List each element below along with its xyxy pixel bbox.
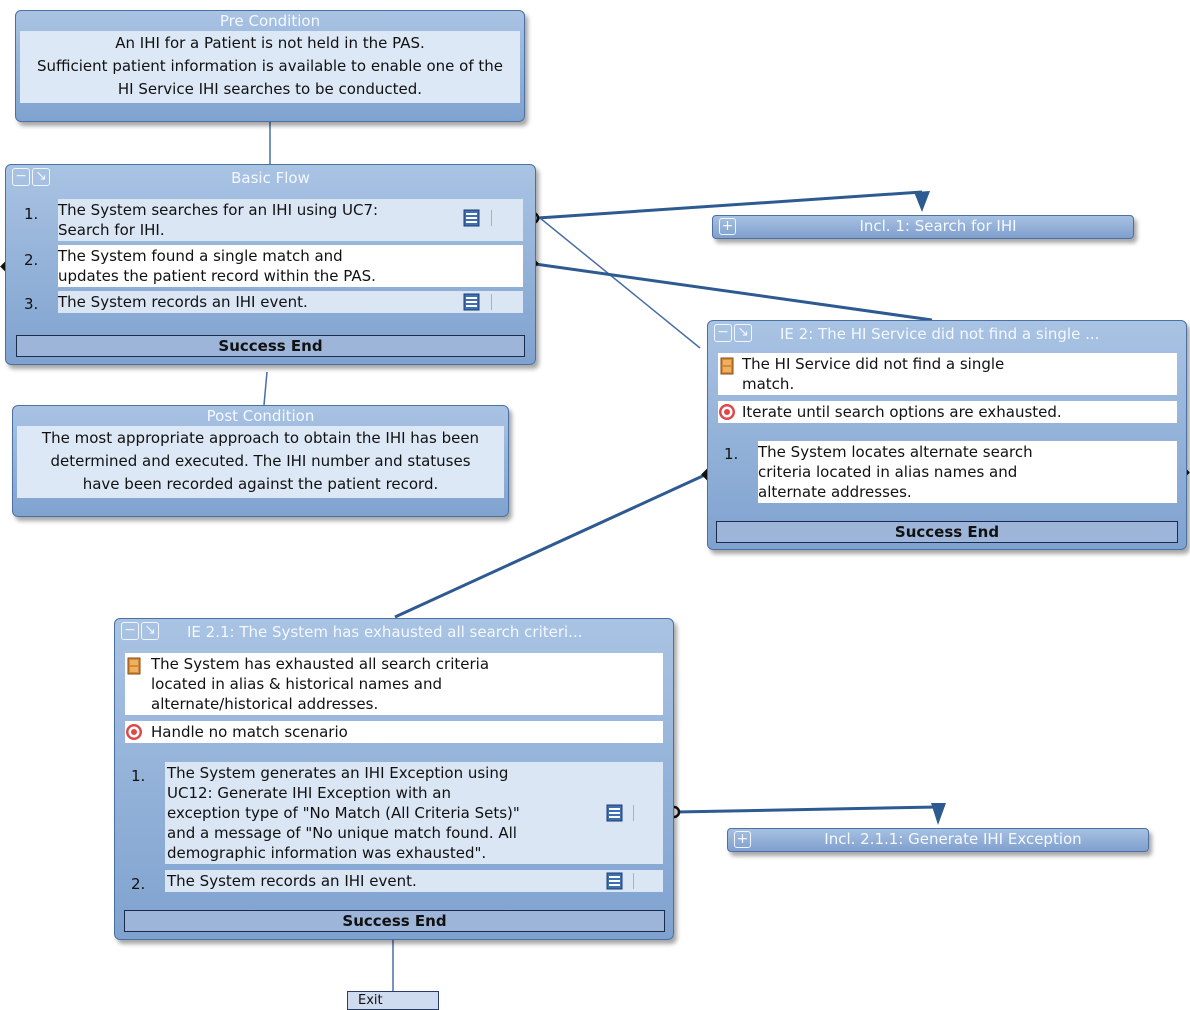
step-text: The System records an IHI event. [58,293,308,311]
ie21-box[interactable]: − ↘ IE 2.1: The System has exhausted all… [114,618,674,940]
basic-flow-step-2[interactable]: The System found a single match and upda… [58,245,523,287]
step-text: Search for IHI. [58,221,165,239]
ie2-step-1[interactable]: The System locates alternate search crit… [758,441,1177,503]
success-end-label[interactable]: Success End [16,335,525,357]
exit-node[interactable]: Exit [347,991,439,1010]
door-icon [720,357,734,375]
success-end-label[interactable]: Success End [124,910,665,932]
collapse-icon[interactable]: − [121,622,139,640]
separator [633,873,634,889]
connector-to-ie21 [394,472,708,619]
post-condition-title: Post Condition [206,407,315,425]
separator [491,210,492,226]
condition-text: The System has exhausted all search crit… [151,655,490,673]
connector-to-incl-211 [675,805,939,814]
document-icon[interactable] [463,209,481,227]
post-condition-text: The most appropriate approach to obtain … [17,426,504,498]
step-text: demographic information was exhausted". [167,844,487,862]
ie21-goal[interactable]: Handle no match scenario [125,721,663,743]
pre-condition-text: An IHI for a Patient is not held in the … [20,31,520,103]
document-icon[interactable] [463,293,481,311]
post-condition-line: have been recorded against the patient r… [82,475,439,493]
post-condition-line: determined and executed. The IHI number … [50,452,471,470]
basic-flow-box[interactable]: − ↘ Basic Flow 1. The System searches fo… [5,164,536,365]
ie2-header: − ↘ IE 2: The HI Service did not find a … [708,321,1186,347]
post-condition-line: The most appropriate approach to obtain … [41,429,480,447]
expand-arrow-icon[interactable]: ↘ [734,324,752,342]
step-text: The System found a single match and [58,247,343,265]
step-text: The System searches for an IHI using UC7… [58,201,379,219]
goal-text: Handle no match scenario [151,723,348,741]
connector-arrow-incl-1 [914,191,930,212]
step-text: and a message of "No unique match found.… [167,824,517,842]
ie2-box[interactable]: − ↘ IE 2: The HI Service did not find a … [707,320,1187,550]
step-number: 2. [24,251,39,269]
connector-to-incl-1 [537,190,923,220]
pre-condition-line: An IHI for a Patient is not held in the … [115,34,425,52]
pre-condition-box[interactable]: Pre Condition An IHI for a Patient is no… [15,10,525,122]
include-label: Incl. 1: Search for IHI [859,217,1017,235]
document-icon[interactable] [606,872,624,890]
document-icon[interactable] [606,804,624,822]
goal-text: Iterate until search options are exhaust… [742,403,1062,421]
target-icon [719,404,735,420]
step-text: The System locates alternate search [758,443,1033,461]
ie21-header: − ↘ IE 2.1: The System has exhausted all… [115,619,673,645]
ie21-condition[interactable]: The System has exhausted all search crit… [125,653,663,715]
step-text: UC12: Generate IHI Exception with an [167,784,451,802]
connector-arrow-incl-211 [931,803,946,825]
success-end-label[interactable]: Success End [716,521,1178,543]
step-number: 1. [131,767,146,785]
basic-flow-header: − ↘ Basic Flow [6,165,535,191]
connector-to-ie2 [534,262,933,322]
step-text: alternate addresses. [758,483,912,501]
include-label: Incl. 2.1.1: Generate IHI Exception [824,830,1082,848]
step-text: The System generates an IHI Exception us… [167,764,509,782]
ie21-step-2[interactable]: The System records an IHI event. [165,870,663,892]
separator [633,805,634,821]
pre-condition-line: Sufficient patient information is availa… [36,57,503,75]
expand-arrow-icon[interactable]: ↘ [32,168,50,186]
include-generate-ihi-exception[interactable]: + Incl. 2.1.1: Generate IHI Exception [727,828,1149,852]
condition-text: alternate/historical addresses. [151,695,379,713]
pre-condition-title: Pre Condition [219,12,321,30]
expand-plus-icon[interactable]: + [734,831,751,848]
ie2-condition[interactable]: The HI Service did not find a single mat… [718,353,1177,395]
basic-flow-title: Basic Flow [231,169,310,187]
ie21-title: IE 2.1: The System has exhausted all sea… [187,623,583,641]
connector-ie2-return [539,217,701,349]
condition-text: located in alias & historical names and [151,675,442,693]
expand-arrow-icon[interactable]: ↘ [141,622,159,640]
basic-flow-step-3[interactable]: The System records an IHI event. [58,291,523,313]
collapse-icon[interactable]: − [12,168,30,186]
pre-condition-line: HI Service IHI searches to be conducted. [117,80,423,98]
ie21-step-1[interactable]: The System generates an IHI Exception us… [165,762,663,864]
connector-basic-to-post [263,371,268,406]
collapse-icon[interactable]: − [714,324,732,342]
step-number: 1. [724,445,739,463]
step-text: exception type of "No Match (All Criteri… [167,804,520,822]
door-icon [127,657,141,675]
step-number: 2. [131,875,146,893]
condition-text: match. [742,375,795,393]
condition-text: The HI Service did not find a single [742,355,1005,373]
ie2-title: IE 2: The HI Service did not find a sing… [780,325,1100,343]
step-number: 3. [24,295,39,313]
target-icon [126,724,142,740]
step-text: The System records an IHI event. [167,872,417,890]
expand-plus-icon[interactable]: + [719,218,736,235]
step-number: 1. [24,205,39,223]
step-text: updates the patient record within the PA… [58,267,376,285]
basic-flow-step-1[interactable]: The System searches for an IHI using UC7… [58,199,523,241]
ie2-goal[interactable]: Iterate until search options are exhaust… [718,401,1177,423]
post-condition-box[interactable]: Post Condition The most appropriate appr… [12,405,509,517]
step-text: criteria located in alias names and [758,463,1018,481]
separator [491,294,492,310]
include-search-for-ihi[interactable]: + Incl. 1: Search for IHI [712,215,1134,239]
